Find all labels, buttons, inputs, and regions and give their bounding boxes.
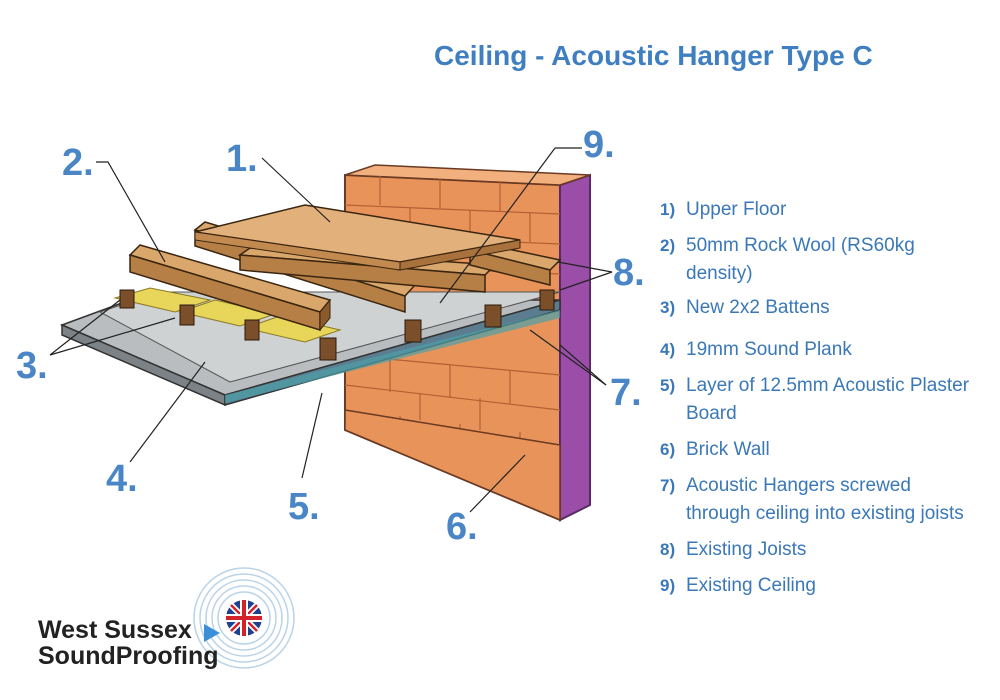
legend-item-8: 8) Existing Joists [660, 536, 980, 564]
legend-item-3: 3) New 2x2 Battens [660, 294, 980, 322]
logo-line-2: SoundProofing [38, 642, 219, 670]
legend: 1) Upper Floor 2) 50mm Rock Wool (RS60kg… [660, 196, 980, 600]
callout-8: 8. [613, 252, 645, 294]
legend-num: 5) [660, 376, 676, 395]
joists [128, 221, 562, 332]
legend-item-7: 7) Acoustic Hangers screwed through ceil… [660, 472, 980, 528]
leader-lines [49, 147, 613, 513]
legend-text: Existing Joists [686, 539, 807, 560]
legend-item-1: 1) Upper Floor [660, 196, 980, 224]
callout-4: 4. [106, 458, 138, 500]
legend-text: Layer of 12.5mm Acoustic Plaster Board [686, 375, 970, 424]
legend-num: 6) [660, 440, 676, 459]
legend-item-5: 5) Layer of 12.5mm Acoustic Plaster Boar… [660, 372, 980, 428]
legend-num: 3) [660, 298, 676, 317]
callout-9: 9. [583, 124, 615, 166]
legend-item-9: 9) Existing Ceiling [660, 572, 980, 600]
legend-text: Brick Wall [686, 439, 770, 460]
callout-3: 3. [16, 345, 48, 387]
legend-text: 19mm Sound Plank [686, 339, 852, 360]
legend-text: Acoustic Hangers screwed through ceiling… [686, 475, 964, 524]
upper-floor [194, 204, 521, 271]
legend-num: 1) [660, 200, 676, 219]
legend-num: 8) [660, 540, 676, 559]
logo-graphic [193, 567, 295, 669]
legend-item-6: 6) Brick Wall [660, 436, 980, 464]
legend-text: Existing Ceiling [686, 575, 816, 596]
legend-text: New 2x2 Battens [686, 297, 830, 318]
legend-num: 2) [660, 236, 676, 255]
callout-2: 2. [62, 142, 94, 184]
legend-num: 9) [660, 576, 676, 595]
company-logo: West Sussex SoundProofing [36, 566, 306, 686]
battens [119, 289, 555, 361]
legend-num: 7) [660, 476, 676, 495]
legend-num: 4) [660, 340, 676, 359]
callout-7: 7. [610, 372, 642, 414]
callout-5: 5. [288, 486, 320, 528]
callout-1: 1. [226, 138, 258, 180]
callout-6: 6. [446, 506, 478, 548]
logo-line-1: West Sussex [38, 616, 192, 644]
play-arrow-icon [204, 624, 220, 642]
page-title: Ceiling - Acoustic Hanger Type C [434, 40, 873, 71]
legend-text: 50mm Rock Wool (RS60kg density) [686, 235, 915, 284]
legend-item-4: 4) 19mm Sound Plank [660, 336, 980, 364]
legend-item-2: 2) 50mm Rock Wool (RS60kg density) [660, 232, 980, 288]
legend-text: Upper Floor [686, 199, 787, 220]
